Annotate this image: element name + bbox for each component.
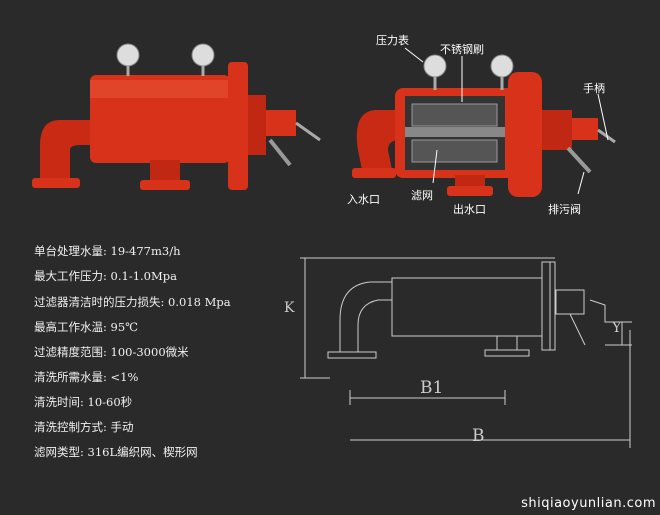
spec-pressure-loss: 过滤器清洁时的压力损失: 0.018 Mpa — [34, 295, 231, 309]
callout-screen: 滤网 — [411, 189, 433, 202]
spec-wash-time: 清洗时间: 10-60秒 — [34, 395, 133, 409]
dimension-drawing — [300, 257, 632, 448]
dim-k: K — [284, 300, 295, 316]
watermark: shiqiaoyunlian.com — [521, 496, 656, 511]
dim-b: B — [472, 426, 485, 446]
spec-precision: 过滤精度范围: 100-3000微米 — [34, 345, 189, 359]
spec-max-temp: 最高工作水温: 95℃ — [34, 320, 139, 334]
callout-outlet: 出水口 — [453, 203, 486, 216]
dim-b1: B1 — [420, 378, 444, 398]
spec-capacity: 单台处理水量: 19-477m3/h — [34, 244, 181, 258]
callout-drain-valve: 排污阀 — [548, 203, 581, 216]
dim-y: Y — [612, 320, 622, 336]
spec-control-mode: 清洗控制方式: 手动 — [34, 420, 134, 434]
callout-gauge: 压力表 — [376, 34, 409, 47]
spec-screen-type: 滤网类型: 316L编织网、楔形网 — [34, 445, 198, 459]
callout-inlet: 入水口 — [347, 193, 380, 206]
callout-brush: 不锈钢刷 — [440, 43, 484, 56]
filter-exterior-image — [32, 43, 321, 190]
spec-wash-water: 清洗所需水量: <1% — [34, 370, 139, 384]
filter-cutaway-image — [352, 47, 616, 197]
callout-handle: 手柄 — [583, 82, 605, 95]
spec-max-pressure: 最大工作压力: 0.1-1.0Mpa — [34, 269, 177, 283]
